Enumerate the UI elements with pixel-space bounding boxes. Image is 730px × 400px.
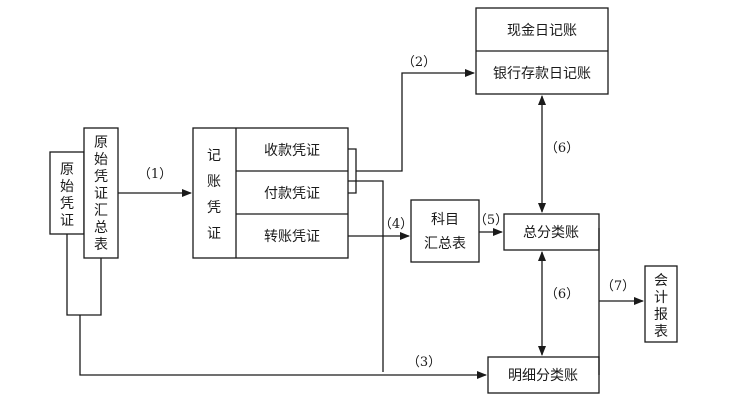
svg-text:始: 始 — [60, 179, 74, 195]
account-summary-label-1: 科目 — [431, 212, 459, 228]
original-summary-box — [83, 127, 119, 259]
step-7-label: （7） — [601, 279, 635, 294]
cash-journal-label: 现金日记账 — [507, 23, 577, 39]
bank-journal-label: 银行存款日记账 — [493, 66, 591, 82]
svg-text:会: 会 — [654, 273, 668, 289]
account-summary-box — [410, 199, 480, 263]
subsidiary-ledger-box — [487, 356, 600, 394]
line-payment-to-detail — [348, 180, 384, 372]
svg-text:凭: 凭 — [207, 200, 221, 216]
svg-text:原: 原 — [60, 162, 74, 178]
transfer-voucher-label: 转账凭证 — [264, 229, 320, 245]
svg-text:凭: 凭 — [60, 196, 74, 212]
svg-text:总: 总 — [94, 220, 108, 236]
svg-text:账: 账 — [207, 174, 221, 190]
step-5-label: （5） — [474, 213, 508, 228]
svg-text:记: 记 — [207, 148, 221, 164]
bookkeeping-voucher-box — [192, 127, 349, 259]
step-2-label: （2） — [402, 55, 436, 70]
svg-text:汇: 汇 — [94, 203, 108, 219]
svg-text:始: 始 — [94, 152, 108, 168]
svg-text:证: 证 — [94, 186, 108, 202]
step-1-label: （1） — [138, 167, 172, 182]
step-3-label: （3） — [407, 355, 441, 370]
svg-text:证: 证 — [60, 213, 74, 229]
general-ledger-label: 总分类账 — [523, 225, 579, 241]
original-summary-label: 原 始 凭 证 汇 总 表 — [94, 135, 108, 253]
svg-text:证: 证 — [207, 226, 221, 242]
original-voucher-label: 原 始 凭 证 — [60, 162, 74, 229]
step-4-label: （4） — [379, 217, 413, 232]
bracket-receipt-payment — [348, 148, 357, 194]
payment-voucher-label: 付款凭证 — [264, 186, 320, 202]
bookkeeping-voucher-label: 记 账 凭 证 — [207, 148, 221, 242]
subsidiary-ledger-label: 明细分类账 — [508, 368, 578, 384]
original-voucher-box — [49, 151, 85, 235]
svg-text:原: 原 — [94, 135, 108, 151]
arrow-2 — [356, 69, 475, 172]
step-6a-label: （6） — [545, 141, 579, 156]
step-6b-label: （6） — [545, 287, 579, 302]
svg-text:表: 表 — [654, 324, 668, 340]
svg-text:报: 报 — [654, 307, 668, 323]
receipt-voucher-label: 收款凭证 — [264, 143, 320, 159]
account-summary-label-2: 汇总表 — [424, 236, 466, 252]
svg-text:表: 表 — [94, 237, 108, 253]
financial-report-label: 会 计 报 表 — [654, 273, 668, 340]
arrow-3 — [79, 315, 487, 379]
financial-report-box — [644, 265, 678, 343]
svg-text:计: 计 — [654, 290, 668, 306]
svg-text:凭: 凭 — [94, 169, 108, 185]
loop-originals — [66, 234, 102, 316]
